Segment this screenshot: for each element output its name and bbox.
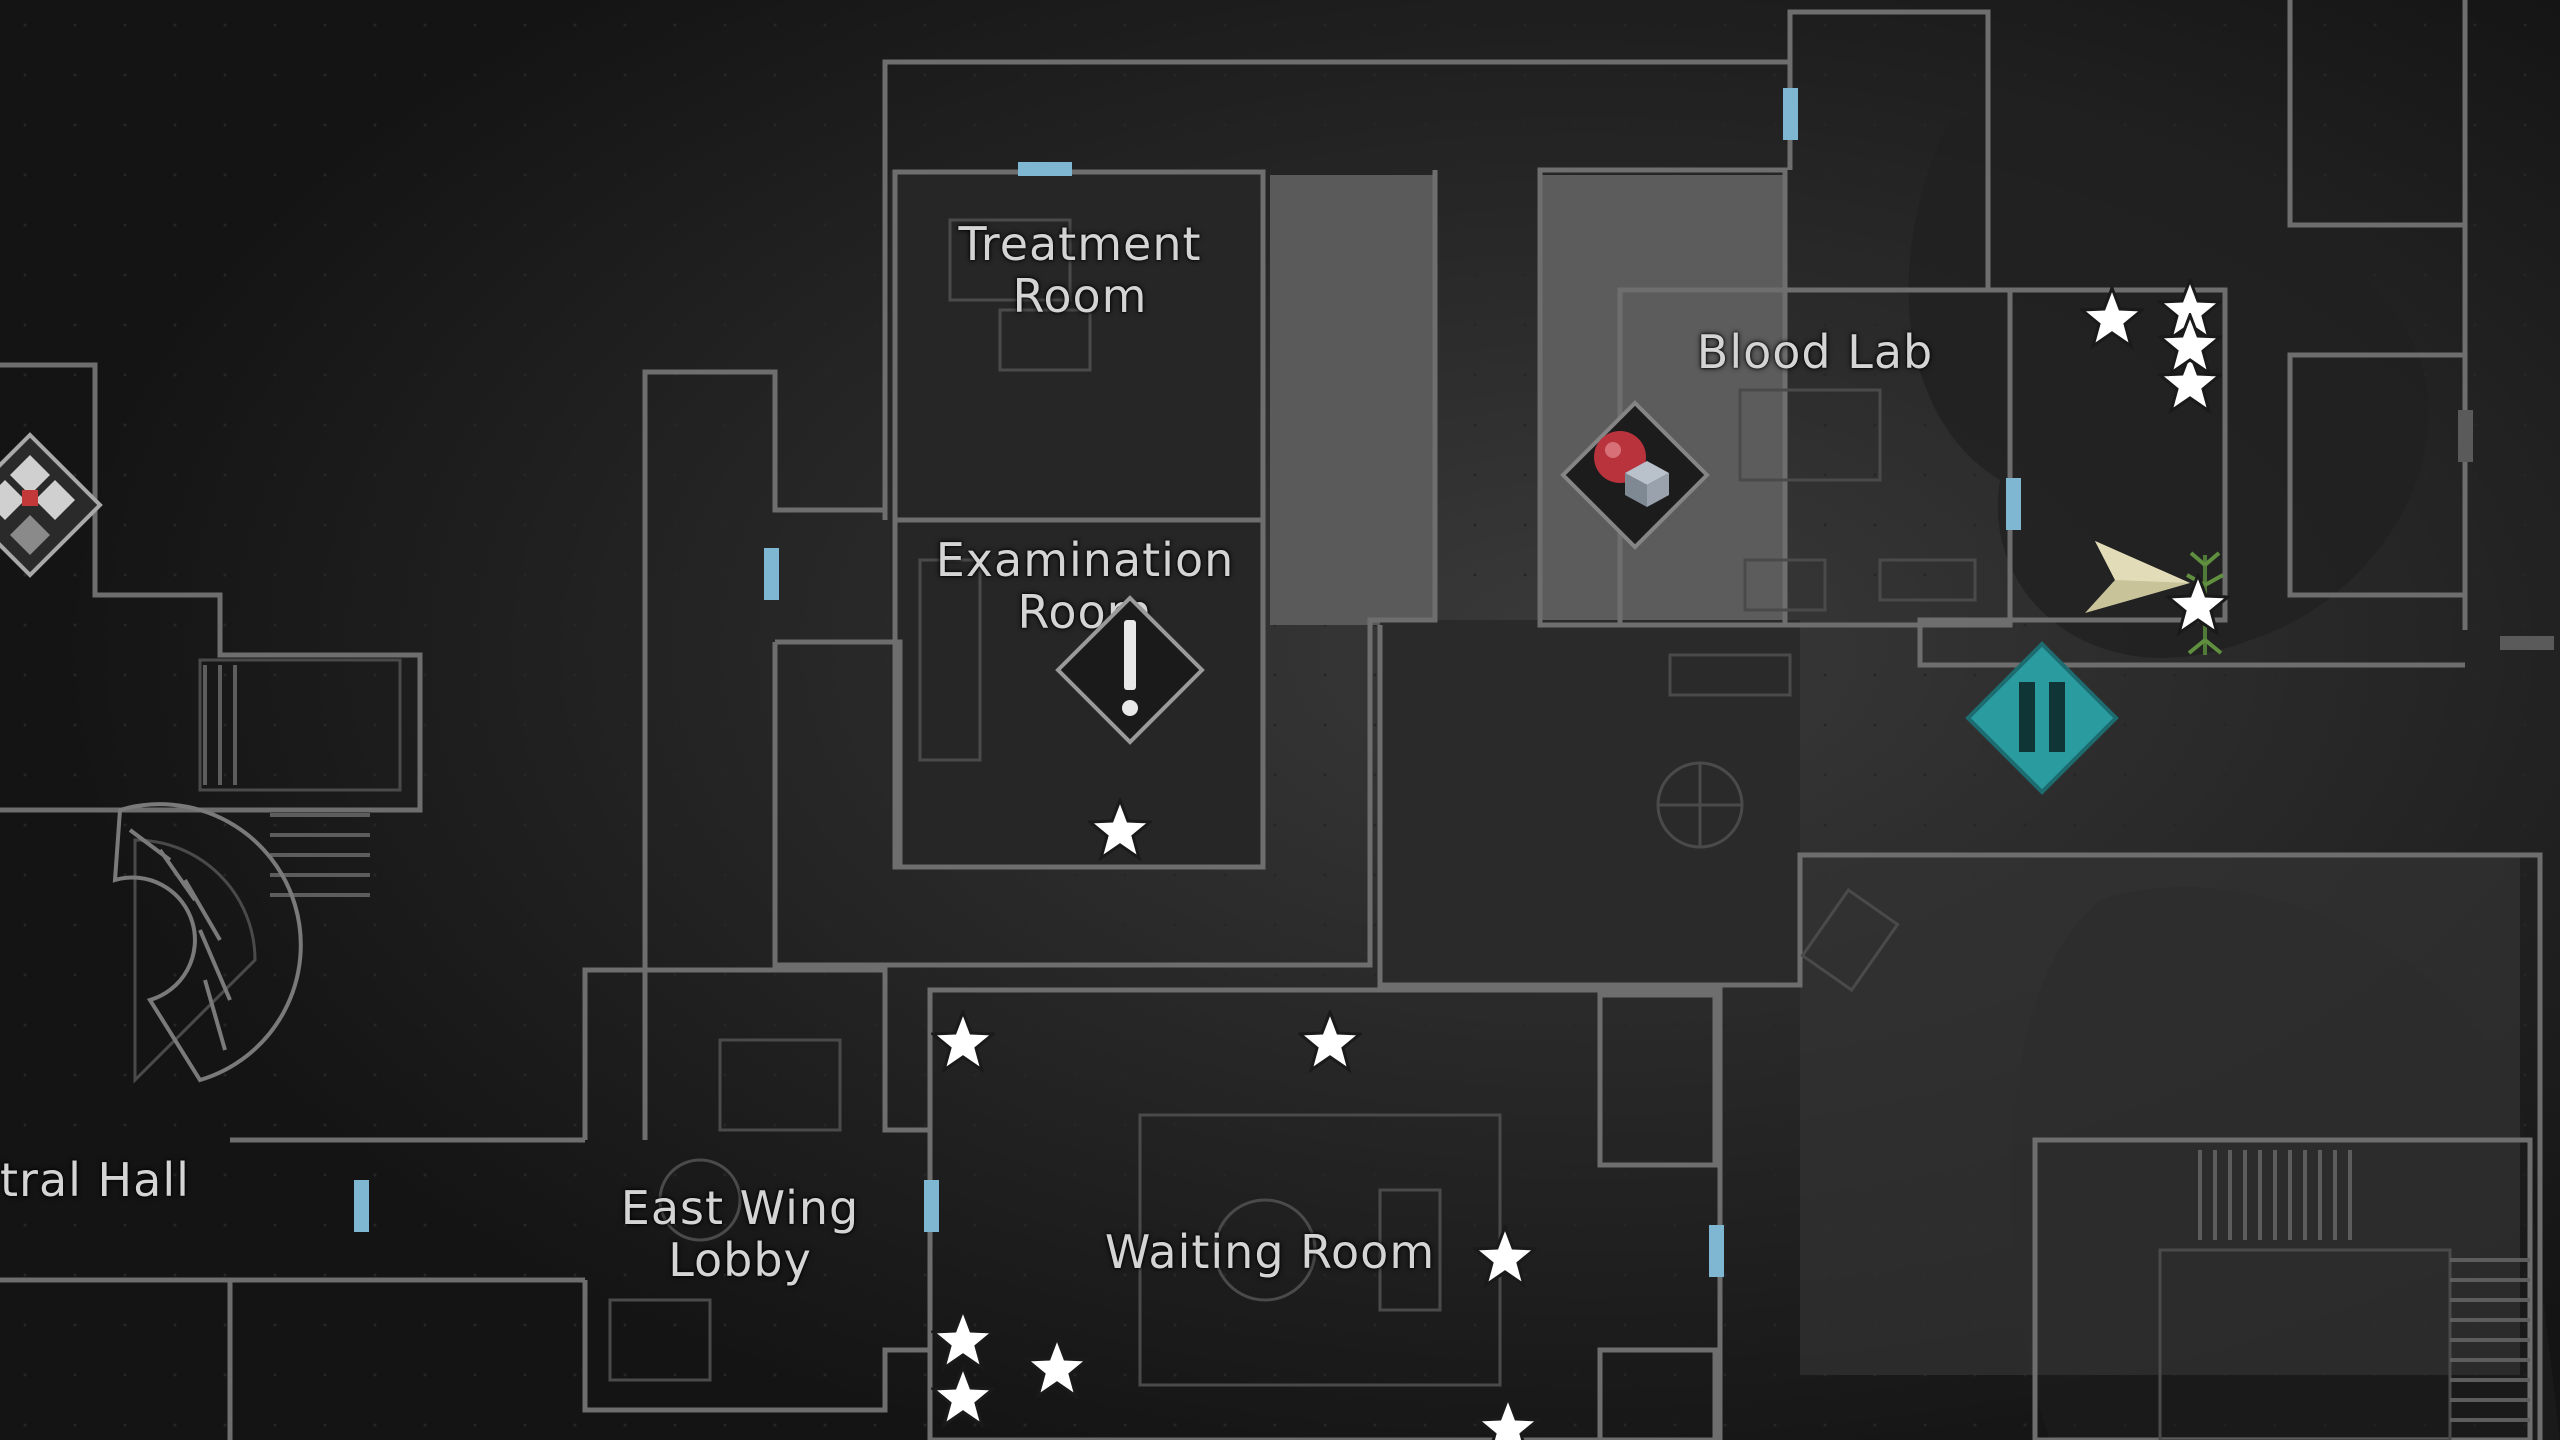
star-icon[interactable] — [1296, 1007, 1364, 1074]
star-icon[interactable] — [2156, 348, 2224, 415]
star-icon[interactable] — [929, 1362, 997, 1429]
room-label-central-hall: tral Hall — [0, 1153, 190, 1207]
star-icon[interactable] — [1086, 795, 1154, 862]
player-arrow-icon — [2075, 535, 2195, 615]
item-box-icon[interactable] — [1555, 395, 1715, 555]
room-label-east-wing-lobby: East Wing Lobby — [620, 1181, 860, 1287]
star-icon[interactable] — [1474, 1393, 1542, 1440]
star-icon[interactable] — [929, 1007, 997, 1074]
star-icon[interactable] — [1023, 1333, 1091, 1400]
star-icon[interactable] — [2164, 570, 2232, 637]
room-label-waiting-room: Waiting Room — [1104, 1225, 1436, 1279]
typewriter-save-icon[interactable] — [1962, 638, 2122, 798]
objective-exclamation-icon[interactable] — [1050, 590, 1210, 750]
star-icon[interactable] — [929, 1305, 997, 1372]
room-label-treatment-room: Treatment Room — [958, 217, 1202, 323]
star-icon[interactable] — [2156, 310, 2224, 377]
star-icon[interactable] — [2078, 283, 2146, 350]
star-icon[interactable] — [1471, 1222, 1539, 1289]
room-label-blood-lab: Blood Lab — [1696, 325, 1934, 379]
central-hall-door-icon[interactable] — [0, 430, 110, 580]
room-label-examination-room: Examination Room — [935, 533, 1235, 639]
